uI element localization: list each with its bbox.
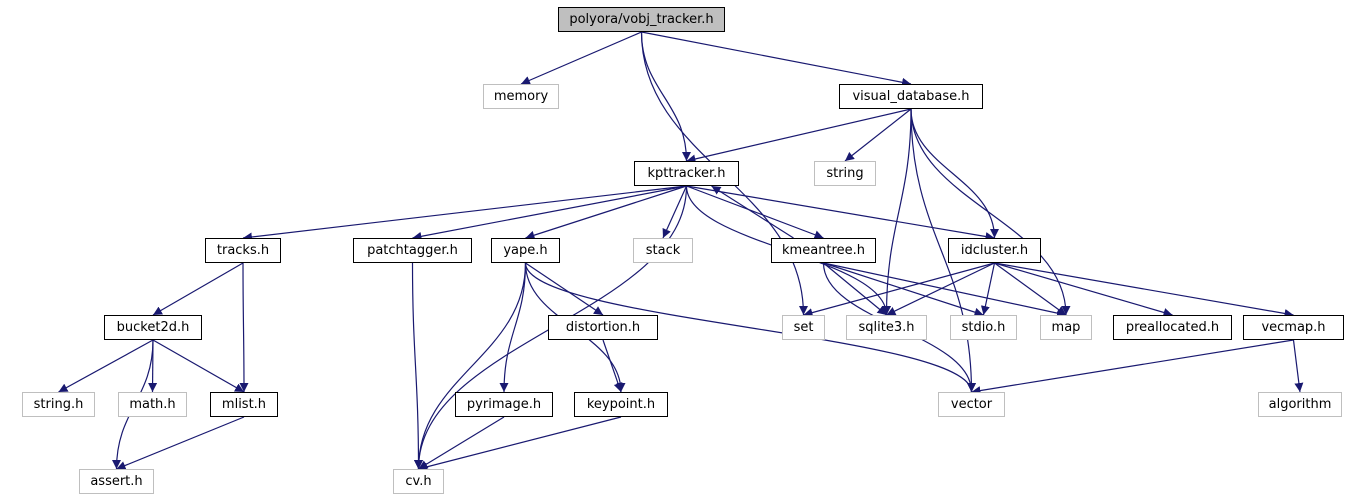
edge-bucket2d-to-mlist: [152, 339, 245, 393]
node-math-h: math.h: [118, 392, 187, 417]
edge-bucket2d-to-string_h: [58, 339, 154, 393]
edge-keypoint-to-cv_h: [418, 416, 622, 472]
edge-idcluster-to-map: [994, 262, 1067, 316]
node-stack: stack: [633, 238, 693, 263]
node-kmeantree-h[interactable]: kmeantree.h: [771, 238, 876, 263]
edge-mlist-to-assert_h: [116, 416, 245, 470]
edge-yape-to-cv_h: [414, 262, 527, 470]
node-visual-database-h[interactable]: visual_database.h: [839, 84, 983, 109]
node-string: string: [814, 161, 876, 186]
edge-visual_database-to-idcluster: [910, 108, 999, 239]
edge-distortion-to-keypoint: [602, 339, 623, 393]
node-assert-h: assert.h: [79, 469, 154, 494]
edge-idcluster-to-set: [803, 262, 995, 317]
node-vector: vector: [938, 392, 1005, 417]
node-vobj-tracker-h[interactable]: polyora/vobj_tracker.h: [558, 7, 725, 32]
edge-kpttracker-to-idcluster: [686, 185, 995, 241]
edge-vobj_tracker-to-visual_database: [641, 31, 912, 87]
node-yape-h[interactable]: yape.h: [491, 238, 560, 263]
edge-visual_database-to-kpttracker: [686, 108, 912, 164]
node-distortion-h[interactable]: distortion.h: [548, 315, 658, 340]
node-algorithm: algorithm: [1258, 392, 1342, 417]
edge-yape-to-distortion: [525, 262, 604, 316]
edge-tracks-to-mlist: [239, 262, 249, 393]
edge-kmeantree-to-kpttracker: [711, 185, 794, 239]
node-memory: memory: [483, 84, 559, 109]
edge-pyrimage-to-cv_h: [418, 416, 505, 470]
node-mlist-h[interactable]: mlist.h: [210, 392, 278, 417]
edge-kpttracker-to-tracks: [242, 185, 687, 242]
edge-yape-to-vector: [524, 262, 976, 393]
edge-tracks-to-bucket2d: [152, 262, 244, 316]
node-bucket2d-h[interactable]: bucket2d.h: [104, 315, 202, 340]
edge-idcluster-to-preallocated: [994, 262, 1173, 317]
node-idcluster-h[interactable]: idcluster.h: [948, 238, 1041, 263]
node-tracks-h[interactable]: tracks.h: [205, 238, 281, 263]
edge-vecmap-to-algorithm: [1292, 339, 1304, 393]
edge-kpttracker-to-patchtagger: [412, 185, 687, 241]
edge-kpttracker-to-yape: [525, 185, 687, 240]
edge-kpttracker-to-kmeantree: [686, 185, 824, 240]
edge-idcluster-to-vecmap: [994, 262, 1294, 318]
node-pyrimage-h[interactable]: pyrimage.h: [455, 392, 553, 417]
edge-kmeantree-to-stdio: [823, 262, 984, 317]
edge-visual_database-to-string: [844, 108, 912, 162]
node-string-h: string.h: [22, 392, 95, 417]
node-sqlite3-h: sqlite3.h: [846, 315, 927, 340]
node-map: map: [1040, 315, 1092, 340]
node-cv-h: cv.h: [393, 469, 444, 494]
node-preallocated-h[interactable]: preallocated.h: [1113, 315, 1232, 340]
edge-kmeantree-to-sqlite3: [823, 262, 887, 316]
edge-idcluster-to-sqlite3: [886, 262, 995, 316]
edge-vobj_tracker-to-memory: [520, 31, 642, 85]
edge-visual_database-to-map: [910, 108, 1071, 316]
edge-yape-to-pyrimage: [499, 262, 527, 393]
edge-kmeantree-to-map: [823, 262, 1067, 318]
edge-vobj_tracker-to-kpttracker: [640, 31, 691, 162]
edge-vecmap-to-vector: [971, 339, 1294, 396]
node-kpttracker-h[interactable]: kpttracker.h: [634, 161, 739, 186]
edge-visual_database-to-vector: [910, 108, 976, 393]
node-keypoint-h[interactable]: keypoint.h: [574, 392, 668, 417]
node-set: set: [782, 315, 825, 340]
edge-patchtagger-to-cv_h: [411, 262, 423, 470]
node-stdio-h: stdio.h: [950, 315, 1017, 340]
node-vecmap-h[interactable]: vecmap.h: [1243, 315, 1344, 340]
edge-kpttracker-to-stack: [662, 185, 688, 239]
edge-idcluster-to-stdio: [980, 262, 996, 316]
node-patchtagger-h[interactable]: patchtagger.h: [353, 238, 472, 263]
